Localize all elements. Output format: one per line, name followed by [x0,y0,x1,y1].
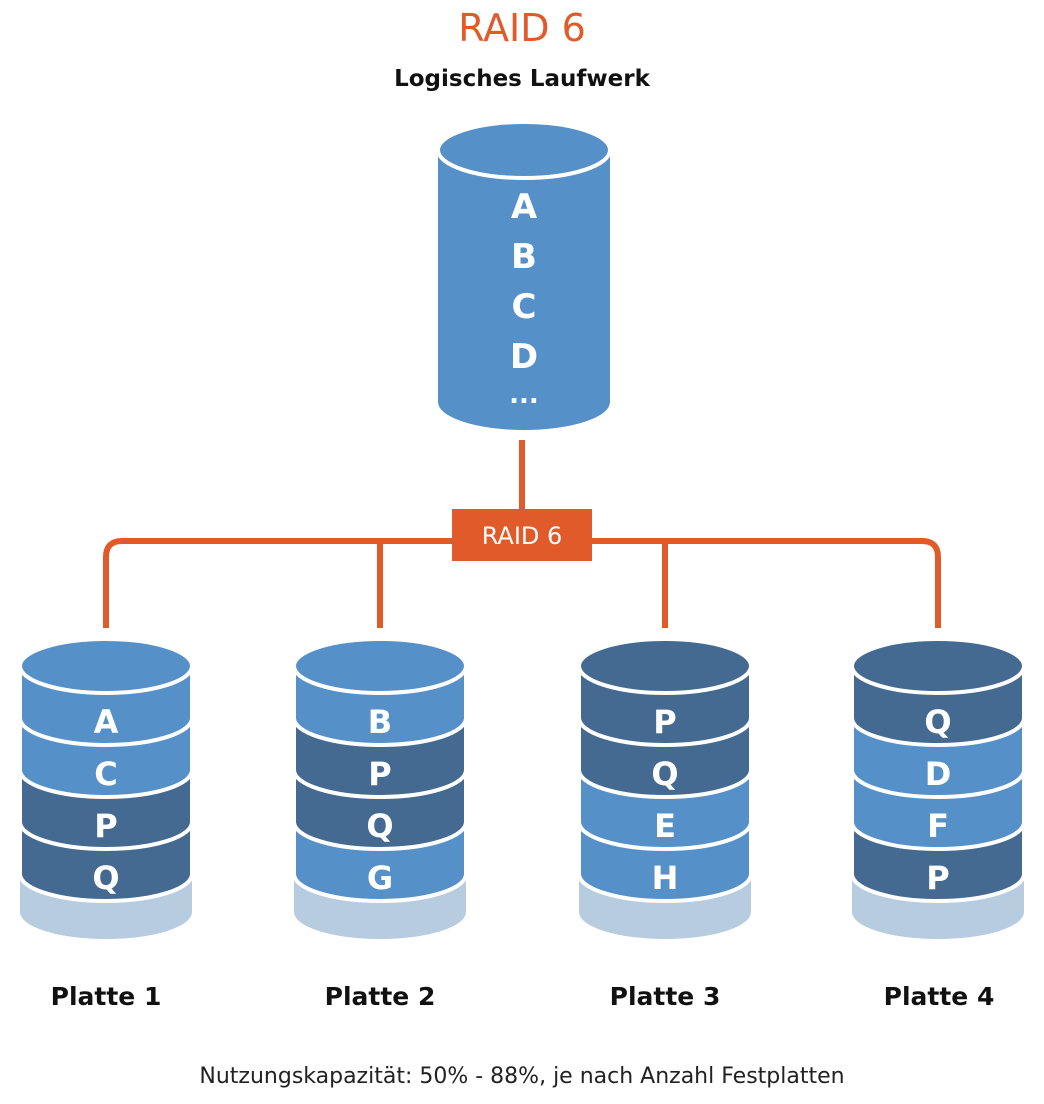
disk-4-block-2: D [925,755,952,793]
disk-1-top [18,637,194,695]
disk-3-block-1: P [653,703,676,741]
logical-drive-top [436,120,612,180]
disk-2-block-2: P [368,755,391,793]
raid-box-background [452,509,592,561]
raid-controller-box: RAID 6 [452,509,592,561]
disk-1-block-4: Q [92,859,119,897]
disk-label-1: Platte 1 [50,982,162,1011]
disk-4-top [850,637,1026,695]
disk-4-block-3: F [927,807,949,845]
disk-4-block-4: P [926,859,949,897]
title: RAID 6 [458,6,586,50]
disk-3-block-2: Q [651,755,678,793]
disk-4-block-1: Q [924,703,951,741]
disk-label-2: Platte 2 [324,982,436,1011]
disk-label-3: Platte 3 [609,982,721,1011]
disk-2-block-4: G [367,859,393,897]
disk-3-top [577,637,753,695]
logical-block-4: D [510,337,538,377]
logical-block-3: C [512,287,537,327]
logical-block-5: ... [509,380,539,410]
disk-1-block-2: C [94,755,117,793]
logical-drive-cylinder: ABCD... [436,120,612,430]
disk-1-block-3: P [94,807,117,845]
logical-block-2: B [511,237,537,277]
disk-2-top [292,637,468,695]
raid-box-label: RAID 6 [482,522,563,550]
logical-block-1: A [511,187,538,227]
disk-3-block-3: E [654,807,676,845]
logical-drive-label: Logisches Laufwerk [394,66,650,92]
disk-2-block-1: B [368,703,392,741]
disk-label-4: Platte 4 [883,982,995,1011]
disk-2-block-3: Q [366,807,393,845]
logical-drive-body [438,150,610,430]
disk-3-block-4: H [652,859,679,897]
capacity-note: Nutzungskapazität: 50% - 88%, je nach An… [199,1064,845,1089]
disk-1-block-1: A [94,703,119,741]
